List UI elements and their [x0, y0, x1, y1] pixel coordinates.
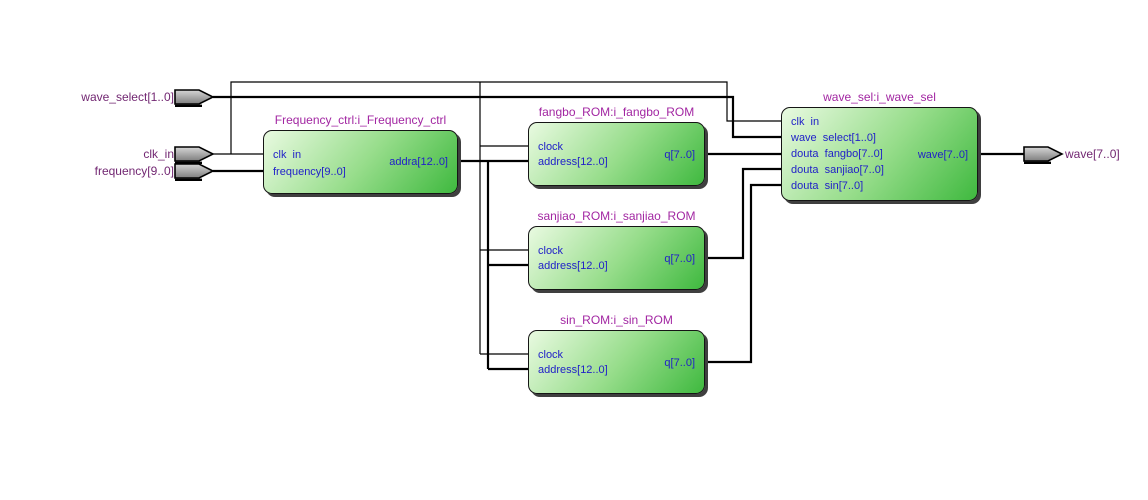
pin-sanjiao-clock: clock	[538, 245, 564, 257]
pin-fangbo-clock: clock	[538, 141, 564, 153]
pin-freqctrl-frequency: frequency[9..0]	[273, 166, 346, 178]
block-sin-rom[interactable]: sin_ROM:i_sin_ROM clock address[12..0] q…	[528, 313, 705, 394]
block-wave-sel[interactable]: wave_sel:i_wave_sel clk in wave select[1…	[781, 90, 978, 201]
pin-wavesel-wave: wave[7..0]	[917, 149, 968, 161]
output-port-symbol-wave[interactable]	[1023, 146, 1064, 165]
pin-freqctrl-clk-in: clk in	[273, 149, 302, 161]
block-title-sanjiao-rom: sanjiao_ROM:i_sanjiao_ROM	[537, 209, 696, 223]
block-frequency-ctrl[interactable]: Frequency_ctrl:i_Frequency_ctrl clk in f…	[263, 113, 458, 194]
input-label-frequency: frequency[9..0]	[94, 164, 174, 178]
pin-freqctrl-addra: addra[12..0]	[389, 156, 448, 168]
pin-wavesel-douta-sanjiao: douta sanjiao[7..0]	[791, 164, 884, 176]
pin-sin-address: address[12..0]	[538, 364, 608, 376]
net-sanjiao-q[interactable]	[705, 167, 781, 260]
input-port-symbol-clk-in[interactable]	[174, 146, 215, 165]
block-title-fangbo-rom: fangbo_ROM:i_fangbo_ROM	[538, 105, 695, 119]
pin-wavesel-clk-in: clk in	[791, 116, 820, 128]
pin-sanjiao-q: q[7..0]	[664, 253, 695, 265]
block-title-sin-rom: sin_ROM:i_sin_ROM	[560, 313, 673, 327]
pin-sin-q: q[7..0]	[664, 357, 695, 369]
input-port-symbol-frequency[interactable]	[174, 163, 215, 182]
output-label-wave: wave[7..0]	[1065, 147, 1120, 161]
pin-wavesel-douta-fangbo: douta fangbo[7..0]	[791, 148, 883, 160]
net-wave-select[interactable]	[213, 95, 781, 139]
pin-fangbo-q: q[7..0]	[664, 149, 695, 161]
pin-wavesel-douta-sin: douta sin[7..0]	[791, 180, 864, 192]
block-fangbo-rom[interactable]: fangbo_ROM:i_fangbo_ROM clock address[12…	[528, 105, 705, 186]
pin-fangbo-address: address[12..0]	[538, 156, 608, 168]
block-sanjiao-rom[interactable]: sanjiao_ROM:i_sanjiao_ROM clock address[…	[528, 209, 705, 290]
input-label-wave-select: wave_select[1..0]	[81, 90, 174, 104]
block-title-wave-sel: wave_sel:i_wave_sel	[823, 90, 936, 104]
input-port-symbol-wave-select[interactable]	[174, 89, 215, 108]
net-addra[interactable]	[458, 159, 528, 371]
block-title-frequency-ctrl: Frequency_ctrl:i_Frequency_ctrl	[274, 113, 447, 127]
pin-sanjiao-address: address[12..0]	[538, 260, 608, 272]
net-sin-q[interactable]	[705, 183, 781, 364]
pin-sin-clock: clock	[538, 349, 564, 361]
input-label-clk-in: clk_in	[143, 147, 174, 161]
pin-wavesel-wave-select: wave select[1..0]	[791, 132, 876, 144]
